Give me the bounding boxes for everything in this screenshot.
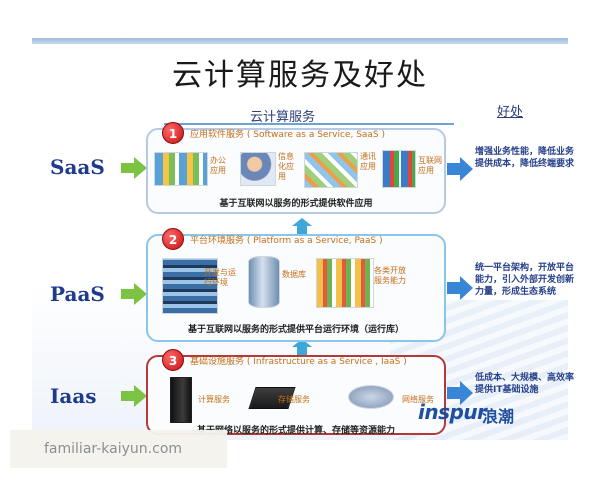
- iaas-panel-title: 基础设施服务 ( Infrastructure as a Service , I…: [190, 357, 407, 367]
- green-arrow-icon: [121, 283, 147, 305]
- paas-item-database: 数据库: [282, 270, 306, 279]
- iaas-footer: 基于网络以服务的形式提供计算、存储等资源能力: [196, 426, 395, 436]
- watermark-text: familiar-kaiyun.com: [44, 441, 183, 457]
- paas-footer: 基于互联网以服务的形式提供平台运行环境（运行库）: [187, 325, 404, 335]
- saas-item-comm: 通讯 应用: [360, 152, 376, 171]
- slide-title: 云计算服务及好处: [172, 58, 428, 93]
- top-accent-bar: [32, 38, 568, 44]
- up-arrow-icon: [292, 218, 312, 234]
- inspur-logo: inspur: [418, 400, 487, 424]
- iaas-item-compute: 计算服务: [198, 395, 230, 404]
- blue-arrow-icon: [447, 381, 473, 405]
- layer-label-iaas: Iaas: [50, 384, 97, 408]
- blue-arrow-icon: [447, 157, 473, 181]
- number-badge: 1: [162, 122, 184, 144]
- communication-thumbnail: [304, 152, 358, 188]
- paas-item-open: 各类开放 服务能力: [374, 266, 406, 285]
- people-thumbnail: [240, 152, 276, 186]
- open-services-thumbnail: [316, 258, 374, 308]
- saas-footer: 基于互联网以服务的形式提供软件应用: [219, 199, 373, 209]
- number-badge: 3: [162, 349, 184, 371]
- saas-item-office: 办公 应用: [210, 156, 226, 175]
- office-apps-thumbnail: [154, 152, 208, 186]
- saas-item-internet: 互联网 应用: [418, 156, 442, 175]
- watermark-box: familiar-kaiyun.com: [10, 430, 227, 468]
- blue-arrow-icon: [447, 276, 473, 300]
- up-arrow-icon: [292, 339, 312, 355]
- green-arrow-icon: [121, 157, 147, 179]
- number-badge: 2: [162, 228, 184, 250]
- benefits-column-header: 好处: [497, 105, 524, 120]
- layer-label-saas: SaaS: [50, 155, 105, 179]
- iaas-item-storage: 存储服务: [278, 395, 310, 404]
- inspur-logo-chinese: 浪潮: [482, 407, 515, 426]
- paas-panel-title: 平台环境服务 ( Platform as a Service, PaaS ): [190, 236, 383, 246]
- benefit-paas: 统一平台架构，开放平台能力，引入外部开发创新力量，形成生态系统: [475, 263, 575, 297]
- layer-label-paas: PaaS: [50, 282, 105, 306]
- saas-panel-title: 应用软件服务 ( Software as a Service, SaaS ): [190, 130, 386, 140]
- database-icon: [248, 256, 280, 308]
- benefit-iaas: 低成本、大规模、高效率提供IT基础设施: [475, 373, 575, 395]
- services-column-header: 云计算服务: [250, 110, 316, 125]
- services-header-underline: [164, 123, 454, 125]
- dev-environment-thumbnail: [162, 258, 218, 314]
- server-icon: [170, 377, 192, 423]
- benefit-saas: 增强业务性能，降低业务提供成本，降低终端要求: [475, 147, 575, 169]
- saas-item-info: 信息 化应 用: [278, 152, 294, 181]
- saas-panel: 1 应用软件服务 ( Software as a Service, SaaS )…: [146, 122, 446, 214]
- paas-panel: 2 平台环境服务 ( Platform as a Service, PaaS )…: [146, 228, 446, 342]
- iaas-panel: 3 基础设施服务 ( Infrastructure as a Service ,…: [146, 349, 446, 436]
- green-arrow-icon: [121, 385, 147, 407]
- paas-item-dev: 开发与运 行环境: [204, 268, 236, 287]
- internet-apps-thumbnail: [382, 150, 416, 188]
- iaas-item-network: 网络服务: [402, 395, 434, 404]
- network-icon: [348, 385, 394, 409]
